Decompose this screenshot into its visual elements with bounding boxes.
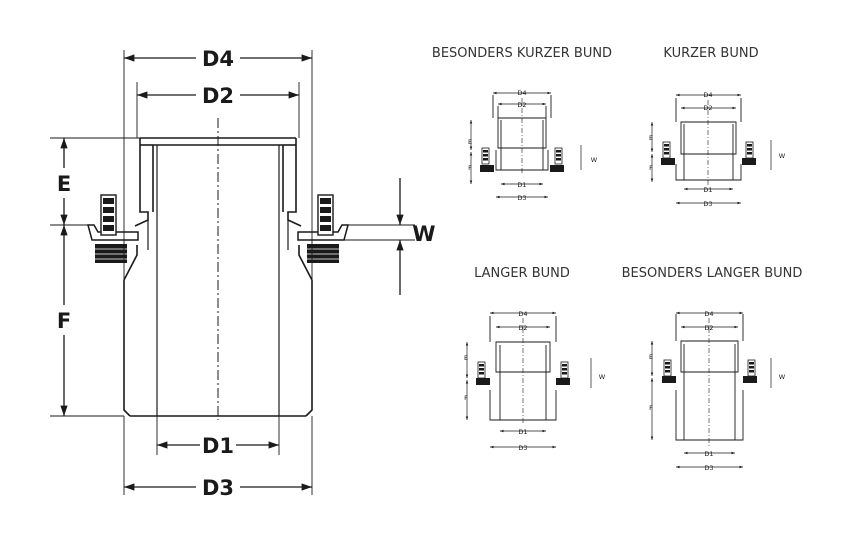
clamp-left bbox=[662, 359, 676, 383]
svg-text:D2: D2 bbox=[704, 324, 713, 332]
variant-langer-bund: LANGER BUND D4 D2 D1 D3 E F bbox=[464, 266, 606, 452]
clamp-right bbox=[550, 147, 564, 172]
d1-label: D1 bbox=[202, 434, 234, 458]
clamp-right bbox=[297, 194, 349, 263]
svg-text:D3: D3 bbox=[704, 464, 713, 472]
svg-text:D4: D4 bbox=[517, 89, 526, 97]
svg-text:E: E bbox=[464, 354, 468, 362]
svg-text:D1: D1 bbox=[703, 186, 712, 194]
svg-text:D3: D3 bbox=[703, 200, 712, 208]
svg-text:E: E bbox=[468, 138, 472, 146]
svg-text:D1: D1 bbox=[518, 428, 527, 436]
svg-text:D1: D1 bbox=[704, 450, 713, 458]
svg-text:D4: D4 bbox=[518, 310, 527, 318]
clamp-left bbox=[480, 147, 494, 172]
d3-label: D3 bbox=[202, 476, 234, 500]
svg-text:D4: D4 bbox=[704, 310, 713, 318]
clamp-right bbox=[743, 359, 757, 383]
e-label: E bbox=[57, 172, 71, 196]
variant-besonders-langer-bund: BESONDERS LANGER BUND D4 D2 D1 D3 E bbox=[622, 266, 803, 472]
svg-text:W: W bbox=[779, 152, 786, 160]
clamp-right bbox=[742, 141, 756, 165]
svg-text:F: F bbox=[649, 164, 653, 172]
svg-text:W: W bbox=[599, 373, 606, 381]
svg-text:F: F bbox=[464, 394, 468, 402]
variant-title: KURZER BUND bbox=[663, 46, 758, 61]
svg-text:E: E bbox=[649, 134, 653, 142]
svg-text:F: F bbox=[468, 164, 472, 172]
svg-text:D2: D2 bbox=[517, 101, 526, 109]
variant-besonders-kurzer-bund: BESONDERS KURZER BUND D4 D2 D1 bbox=[432, 46, 612, 202]
svg-text:D3: D3 bbox=[518, 444, 527, 452]
svg-text:D3: D3 bbox=[517, 194, 526, 202]
clamp-left bbox=[476, 361, 490, 385]
d2-label: D2 bbox=[202, 84, 234, 108]
main-drawing: D4 D2 D1 D3 E F W bbox=[50, 47, 436, 500]
clamp-left bbox=[87, 194, 139, 263]
svg-text:D2: D2 bbox=[518, 324, 527, 332]
variant-kurzer-bund: KURZER BUND D4 D2 D1 D3 E F bbox=[649, 46, 786, 208]
svg-text:W: W bbox=[591, 156, 598, 164]
d4-label: D4 bbox=[202, 47, 234, 71]
w-label: W bbox=[412, 222, 435, 246]
f-label: F bbox=[57, 309, 71, 333]
svg-text:D2: D2 bbox=[703, 104, 712, 112]
variant-title: BESONDERS KURZER BUND bbox=[432, 46, 612, 61]
svg-text:E: E bbox=[649, 353, 653, 361]
svg-text:W: W bbox=[779, 373, 786, 381]
svg-text:D1: D1 bbox=[517, 181, 526, 189]
svg-text:F: F bbox=[649, 404, 653, 412]
clamp-left bbox=[661, 141, 675, 165]
clamp-right bbox=[556, 361, 570, 385]
variant-title: LANGER BUND bbox=[474, 266, 570, 281]
svg-text:D4: D4 bbox=[703, 91, 712, 99]
variant-title: BESONDERS LANGER BUND bbox=[622, 266, 803, 281]
